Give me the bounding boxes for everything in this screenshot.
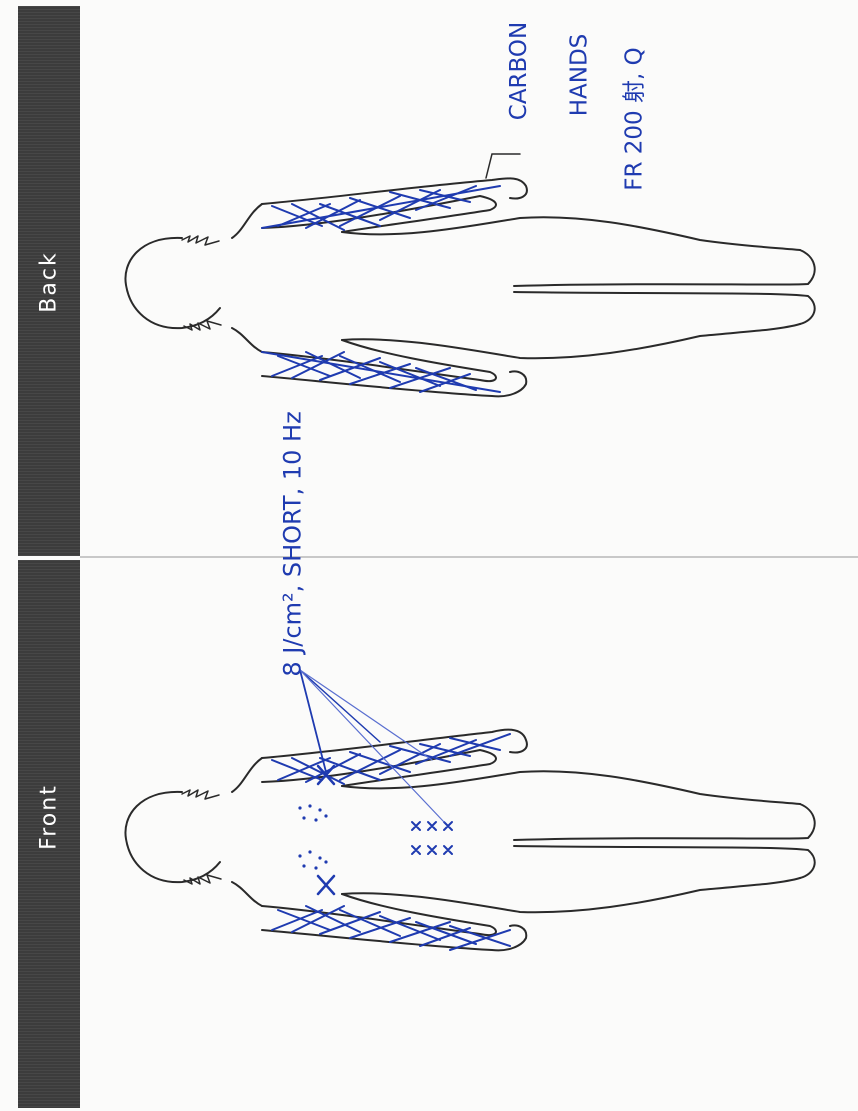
- annotation-carbon: CARBON: [506, 22, 532, 120]
- back-figure: [125, 178, 814, 396]
- back-head-outline: [125, 238, 220, 328]
- dose-pointer: [300, 670, 380, 742]
- front-shoulder-line: [232, 758, 262, 792]
- back-shoulder-line: [232, 328, 262, 352]
- back-torso-side: [342, 324, 800, 358]
- annotation-hands: HANDS: [566, 34, 592, 117]
- front-leg: [514, 804, 815, 840]
- front-shoulder-line: [232, 882, 262, 906]
- front-head-outline: [125, 792, 220, 882]
- carbon-pointer: [486, 154, 520, 178]
- front-hair: [182, 790, 219, 799]
- front-torso-side: [342, 878, 800, 912]
- back-shoulder-line: [232, 204, 262, 238]
- annotation-dose: 8 J/cm², SHORT, 10 Hz: [279, 411, 307, 676]
- back-leg: [514, 292, 815, 324]
- back-hair: [182, 236, 219, 245]
- front-hatch: [278, 734, 510, 782]
- back-arm-upper: [262, 178, 527, 204]
- chest-x-mark: [318, 876, 334, 894]
- chest-dots: [298, 804, 327, 869]
- annotation-fr: FR 200 射, Q: [615, 47, 649, 190]
- abdomen-x-mark: [412, 822, 452, 830]
- back-arm-lower-outer: [262, 372, 526, 397]
- back-leg: [514, 250, 815, 286]
- front-figure: [125, 730, 814, 951]
- front-leg: [514, 846, 815, 878]
- dose-pointer: [300, 670, 444, 822]
- abdomen-x-mark: [412, 846, 452, 854]
